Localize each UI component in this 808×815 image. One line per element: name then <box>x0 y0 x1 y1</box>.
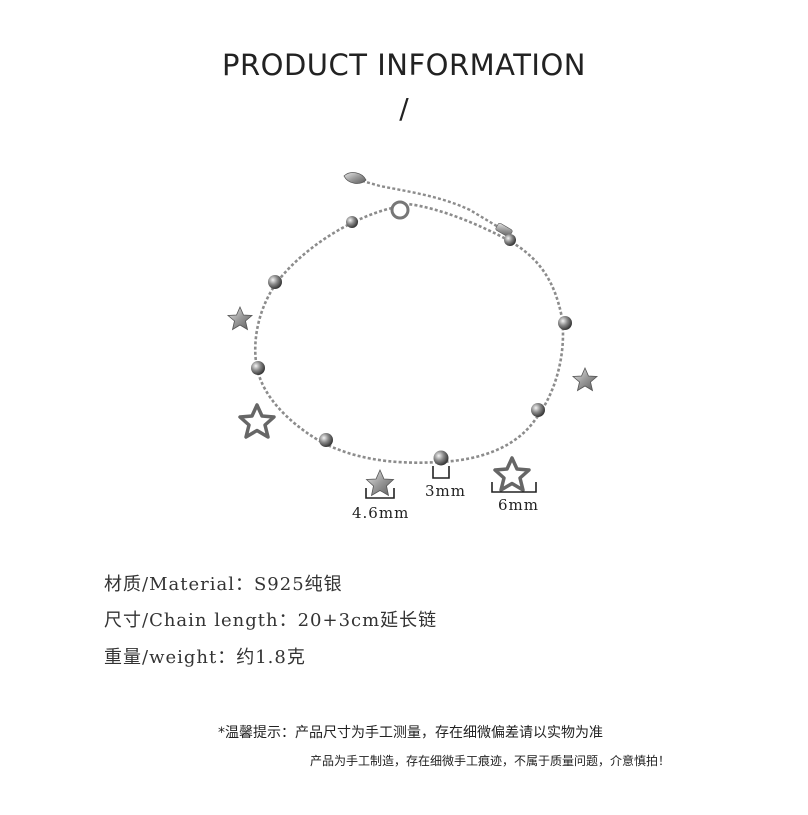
hollow-star-size-bracket <box>491 482 537 493</box>
bead <box>268 275 282 289</box>
hollow-star-charm <box>493 456 531 492</box>
bead <box>504 234 516 246</box>
spring-clasp <box>390 200 410 220</box>
spec-material: 材质/Material：S925纯银 <box>104 574 343 595</box>
bead <box>531 403 545 417</box>
bead <box>558 316 572 330</box>
spec-weight: 重量/weight：约1.8克 <box>104 647 306 668</box>
star-size-bracket <box>365 488 395 499</box>
extension-chain <box>351 176 501 230</box>
chain-tab <box>495 222 513 238</box>
bead-size-label: 3mm <box>425 482 466 500</box>
bead <box>346 216 358 228</box>
hollow-star-size-label: 6mm <box>498 496 539 514</box>
drop-charm <box>343 172 367 184</box>
title-divider: / <box>399 92 409 125</box>
note-line-2: 产品为手工制造，存在细微手工痕迹，不属于质量问题，介意慎拍！ <box>310 754 671 768</box>
hollow-star-charm <box>238 403 276 439</box>
bead <box>251 361 265 375</box>
chain <box>253 202 565 464</box>
solid-star-charm <box>226 306 254 331</box>
solid-star-charm <box>571 367 599 392</box>
note-line-1: *温馨提示：产品尺寸为手工测量，存在细微偏差请以实物为准 <box>218 725 603 741</box>
bead <box>433 450 449 466</box>
star-size-label: 4.6mm <box>352 504 410 522</box>
bead-size-bracket <box>432 466 450 479</box>
solid-star-charm <box>365 469 395 497</box>
spec-chain-length: 尺寸/Chain length：20+3cm延长链 <box>104 610 438 631</box>
page-title: PRODUCT INFORMATION <box>222 48 586 82</box>
bead <box>319 433 333 447</box>
